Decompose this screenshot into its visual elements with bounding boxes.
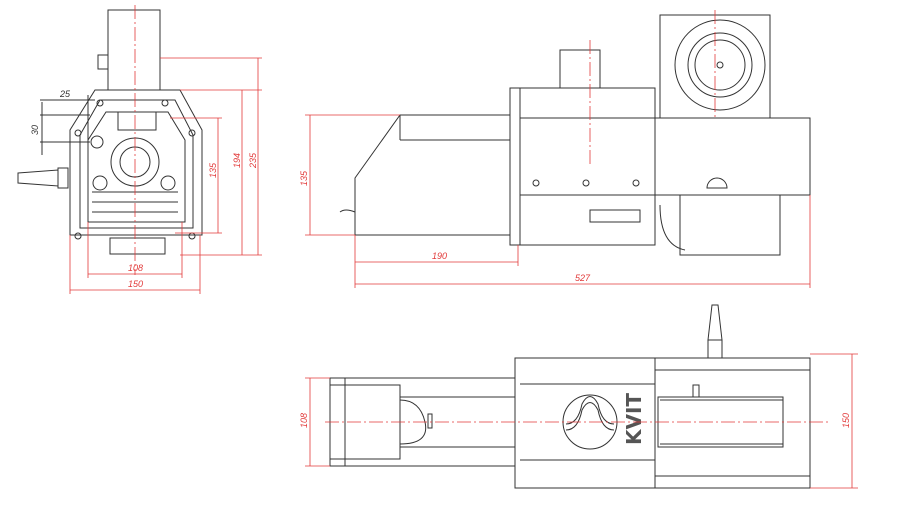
antenna bbox=[707, 304, 723, 341]
dim-inner-height: 135 bbox=[208, 162, 218, 178]
bottom-connector bbox=[109, 237, 166, 255]
handle bbox=[17, 169, 59, 187]
chimney-pipe bbox=[107, 9, 161, 91]
igniter-box bbox=[679, 194, 781, 256]
burner-body bbox=[519, 87, 656, 196]
fuel-tube bbox=[354, 114, 516, 236]
front-view: 135 194 235 108 150 25 30 bbox=[17, 5, 262, 294]
dim-tube-width: 108 bbox=[299, 413, 309, 428]
dim-total-height: 235 bbox=[248, 152, 258, 169]
dim-total-length: 527 bbox=[575, 273, 591, 283]
top-view: KVIT 108 150 bbox=[299, 304, 858, 489]
dim-inner-width: 108 bbox=[128, 263, 143, 273]
brand-logo-text: KVIT bbox=[622, 393, 646, 445]
dim-tube-length: 190 bbox=[432, 251, 447, 261]
dim-total-width: 150 bbox=[128, 279, 143, 289]
dim-body-width: 150 bbox=[841, 413, 851, 428]
dim-offset-top: 25 bbox=[59, 89, 71, 99]
dim-offset-side: 30 bbox=[30, 125, 40, 135]
dim-side-height: 135 bbox=[299, 170, 309, 186]
side-view: 135 190 527 bbox=[299, 10, 811, 288]
dim-body-height: 194 bbox=[232, 153, 242, 168]
chimney bbox=[559, 49, 601, 89]
